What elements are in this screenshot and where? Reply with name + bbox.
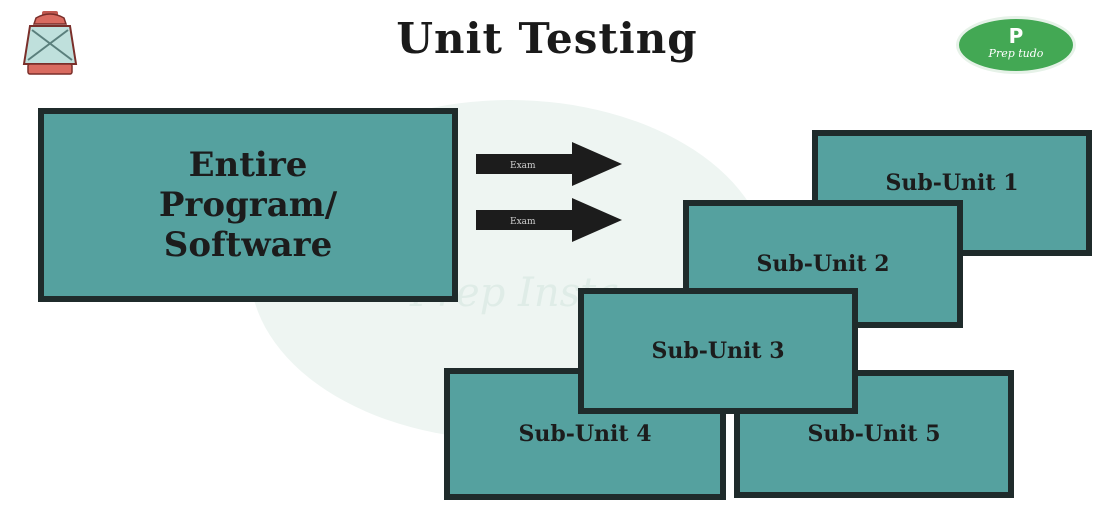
prep-logo-badge: P Prep tudo [956,16,1076,74]
sub-unit-3-box: Sub-Unit 3 [578,288,858,414]
entire-program-box: Entire Program/ Software [38,108,458,302]
arrow-icon-1: Exam [476,142,622,186]
main-box-line-1: Entire [188,145,308,185]
arrow-label-2: Exam [510,217,536,227]
main-box-line-2: Program/ [158,185,338,225]
sub-unit-5-label: Sub-Unit 5 [807,421,941,447]
arrow-icon-2: Exam [476,198,622,242]
main-box-line-3: Software [163,225,333,265]
logo-letter: P [1008,24,1024,48]
page-title: Unit Testing [396,14,698,63]
logo-text: Prep tudo [988,47,1044,60]
sub-unit-4-label: Sub-Unit 4 [518,421,652,447]
lantern-logo-icon [22,11,78,75]
sub-unit-1-label: Sub-Unit 1 [885,170,1019,196]
sub-unit-3-label: Sub-Unit 3 [651,338,785,364]
sub-unit-2-label: Sub-Unit 2 [756,251,890,277]
arrow-label-1: Exam [510,161,536,171]
